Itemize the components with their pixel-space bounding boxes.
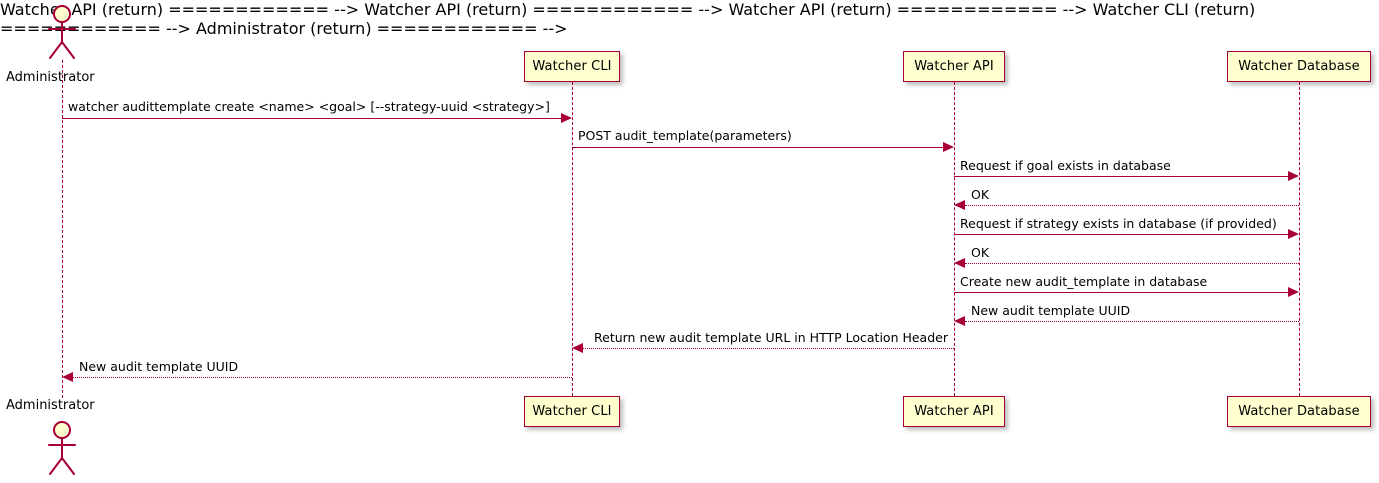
- participant-watcher-api-top[interactable]: Watcher API: [903, 51, 1005, 82]
- message-line-4: [965, 205, 1299, 206]
- message-arrowhead-3: [1288, 171, 1299, 181]
- participant-watcher-database-bottom[interactable]: Watcher Database: [1227, 396, 1371, 427]
- participant-watcher-cli-top[interactable]: Watcher CLI: [524, 51, 620, 82]
- message-label-8: New audit template UUID: [971, 303, 1131, 318]
- actor-label-administrator-top: Administrator: [6, 70, 95, 85]
- message-arrowhead-2: [943, 142, 954, 152]
- participant-watcher-api-bottom[interactable]: Watcher API: [903, 396, 1005, 427]
- message-line-3: [954, 176, 1288, 177]
- message-arrowhead-5: [1288, 229, 1299, 239]
- actor-administrator-bottom: [40, 420, 84, 475]
- message-line-2: [572, 147, 943, 148]
- lifeline-administrator: [62, 60, 63, 398]
- message-arrowhead-1: [561, 113, 572, 123]
- message-line-6: [965, 263, 1299, 264]
- message-line-8: [965, 321, 1299, 322]
- message-label-2: POST audit_template(parameters): [578, 128, 792, 143]
- message-line-9: [583, 348, 954, 349]
- message-arrowhead-4: [954, 200, 965, 210]
- message-line-7: [954, 292, 1288, 293]
- message-label-5: Request if strategy exists in database (…: [960, 216, 1277, 231]
- message-label-1: watcher audittemplate create <name> <goa…: [68, 99, 550, 114]
- actor-administrator-top: [40, 4, 84, 59]
- message-line-5: [954, 234, 1288, 235]
- actor-label-administrator-bottom: Administrator: [6, 398, 95, 413]
- message-arrowhead-10: [62, 372, 73, 382]
- message-line-10: [73, 377, 572, 378]
- message-arrowhead-6: [954, 258, 965, 268]
- lifeline-watcher-api: [954, 82, 955, 396]
- message-arrowhead-9: [572, 343, 583, 353]
- lifeline-watcher-cli: [572, 82, 573, 396]
- message-arrowhead-7: [1288, 287, 1299, 297]
- message-label-6: OK: [971, 245, 990, 260]
- message-label-10: New audit template UUID: [79, 359, 239, 374]
- message-label-3: Request if goal exists in database: [960, 158, 1171, 173]
- message-arrowhead-8: [954, 316, 965, 326]
- lifeline-watcher-database: [1299, 82, 1300, 396]
- message-label-4: OK: [971, 187, 990, 202]
- message-line-1: [62, 118, 561, 119]
- participant-watcher-database-top[interactable]: Watcher Database: [1227, 51, 1371, 82]
- message-label-9: Return new audit template URL in HTTP Lo…: [594, 330, 948, 345]
- participant-watcher-cli-bottom[interactable]: Watcher CLI: [524, 396, 620, 427]
- message-label-7: Create new audit_template in database: [960, 274, 1208, 289]
